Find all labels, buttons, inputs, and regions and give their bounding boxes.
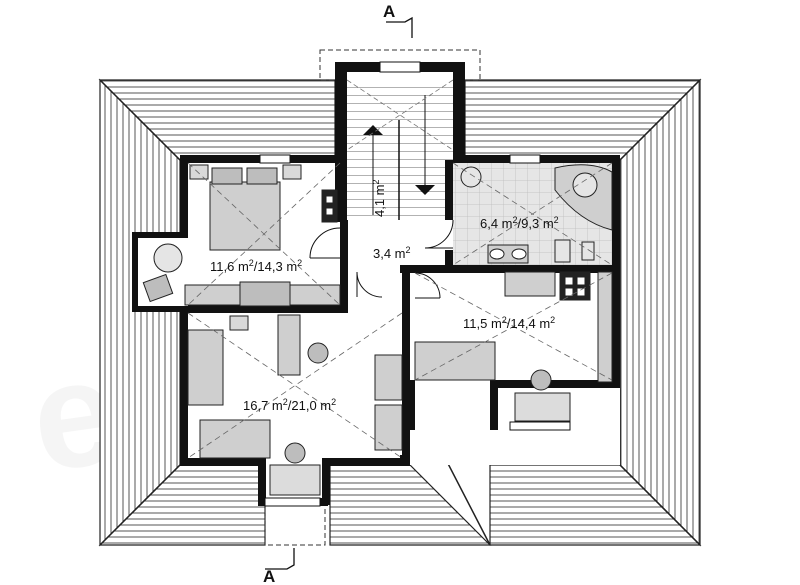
section-label-top: A xyxy=(383,2,395,21)
staircase xyxy=(347,80,453,220)
furniture xyxy=(142,164,613,496)
section-label-bottom: A xyxy=(263,567,275,585)
bed-nw xyxy=(209,181,281,251)
label-bedroom-sw: 16,7 m2/21,0 m2 xyxy=(243,397,336,413)
windows xyxy=(259,61,571,507)
dormer-outline-top xyxy=(319,49,481,81)
label-staircase: 4,1 m2 xyxy=(371,179,387,217)
stair-arrows xyxy=(346,79,454,220)
dormer-outline-bottom xyxy=(264,504,326,546)
label-bathroom: 6,4 m2/9,3 m2 xyxy=(480,215,559,231)
room-labels: 4,1 m2 3,4 m2 6,4 m2/9,3 m2 11,6 m2/14,3… xyxy=(210,179,559,413)
bed-sw-1 xyxy=(187,329,224,406)
section-mark-top: A xyxy=(383,2,413,38)
doors xyxy=(309,219,454,299)
bed-e xyxy=(414,341,496,381)
section-mark-bottom: A xyxy=(263,548,295,585)
room-diagonals xyxy=(187,162,613,459)
label-bedroom-e: 11,5 m2/14,4 m2 xyxy=(463,315,555,331)
bed-sw-2 xyxy=(199,419,271,459)
label-hall: 3,4 m2 xyxy=(373,245,411,261)
label-bedroom-nw: 11,6 m2/14,3 m2 xyxy=(210,258,302,274)
